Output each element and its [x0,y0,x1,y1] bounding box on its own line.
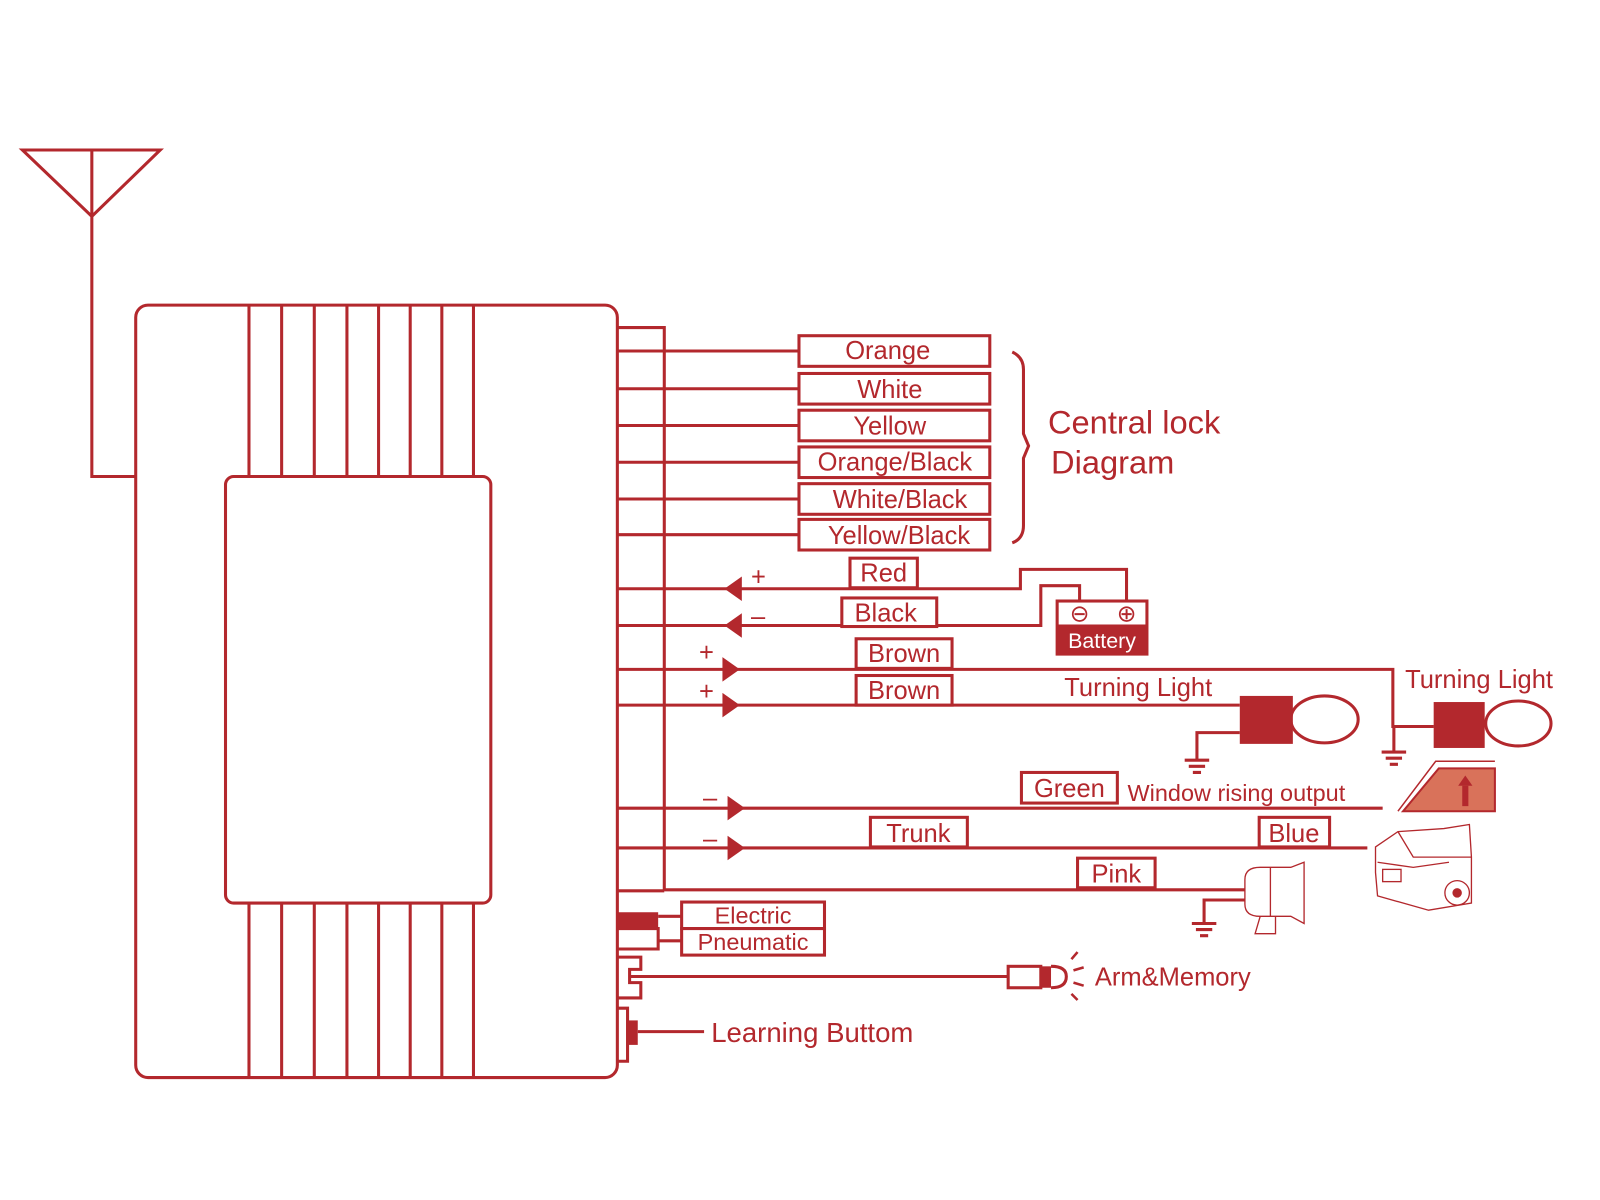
battery-positive: ⊕ [1117,600,1137,626]
learning-button-label: Learning Buttom [711,1017,913,1048]
trunk-wire: – Trunk Blue [617,815,1473,911]
wire-label-black: Black [855,599,918,627]
trunk-label: Trunk [886,820,950,848]
turning-light-label-right: Turning Light [1405,666,1553,694]
plus-sign: + [699,678,714,706]
wire-label-red: Red [860,560,907,588]
wire-label-white-black: White/Black [833,486,968,514]
turning-light-icon [1381,699,1553,766]
wire-label-yellow-black: Yellow/Black [828,522,970,550]
central-lock-title: Central lock [1048,404,1221,441]
minus-sign: – [703,825,718,853]
wire-label-yellow: Yellow [853,413,926,441]
window-wire: – Green Window rising output [617,760,1496,821]
turning-light-label-left: Turning Light [1064,674,1212,702]
wire-label-pink: Pink [1092,861,1142,889]
wire-label-orange: Orange [845,337,930,365]
window-rising-label: Window rising output [1128,780,1346,806]
window-icon [1397,760,1496,813]
turning-light-wires: + + Brown Brown Turning Light Turning Li… [617,637,1553,774]
arm-memory-label: Arm&Memory [1095,964,1251,992]
wire-label-brown-2: Brown [868,677,940,705]
wire-label-blue: Blue [1268,820,1319,848]
battery-label: Battery [1068,629,1136,653]
central-lock-subtitle: Diagram [1051,443,1174,480]
wire-label-brown-1: Brown [868,640,940,668]
minus-sign: – [751,602,766,630]
led-icon [1006,951,1085,1001]
antenna-icon [18,148,164,479]
plus-sign: + [751,564,766,592]
minus-sign: – [703,784,718,812]
wire-label-green: Green [1034,775,1105,803]
central-lock-wires: Orange White Yellow Orange/Black White/B… [617,334,1221,552]
plus-sign: + [699,639,714,667]
learning-button[interactable]: Learning Buttom [617,1006,913,1063]
electric-option[interactable]: Electric [715,902,792,928]
alarm-module [134,303,666,1080]
turning-light-icon [1184,694,1360,774]
wire-label-orange-black: Orange/Black [818,448,973,476]
power-wires: + – Red Black ⊖ ⊕ Battery [617,556,1149,656]
led-wire: Arm&Memory [617,951,1251,1001]
battery-icon: ⊖ ⊕ Battery [1055,599,1149,656]
car-trunk-icon [1374,823,1473,911]
wire-label-white: White [857,376,922,404]
lock-mode-jumper: Electric Pneumatic [617,900,827,957]
siren-icon [1244,861,1305,935]
battery-negative: ⊖ [1070,600,1090,626]
pneumatic-option[interactable]: Pneumatic [698,929,809,955]
brace [1011,350,1031,545]
siren-wire: Pink [664,856,1305,938]
